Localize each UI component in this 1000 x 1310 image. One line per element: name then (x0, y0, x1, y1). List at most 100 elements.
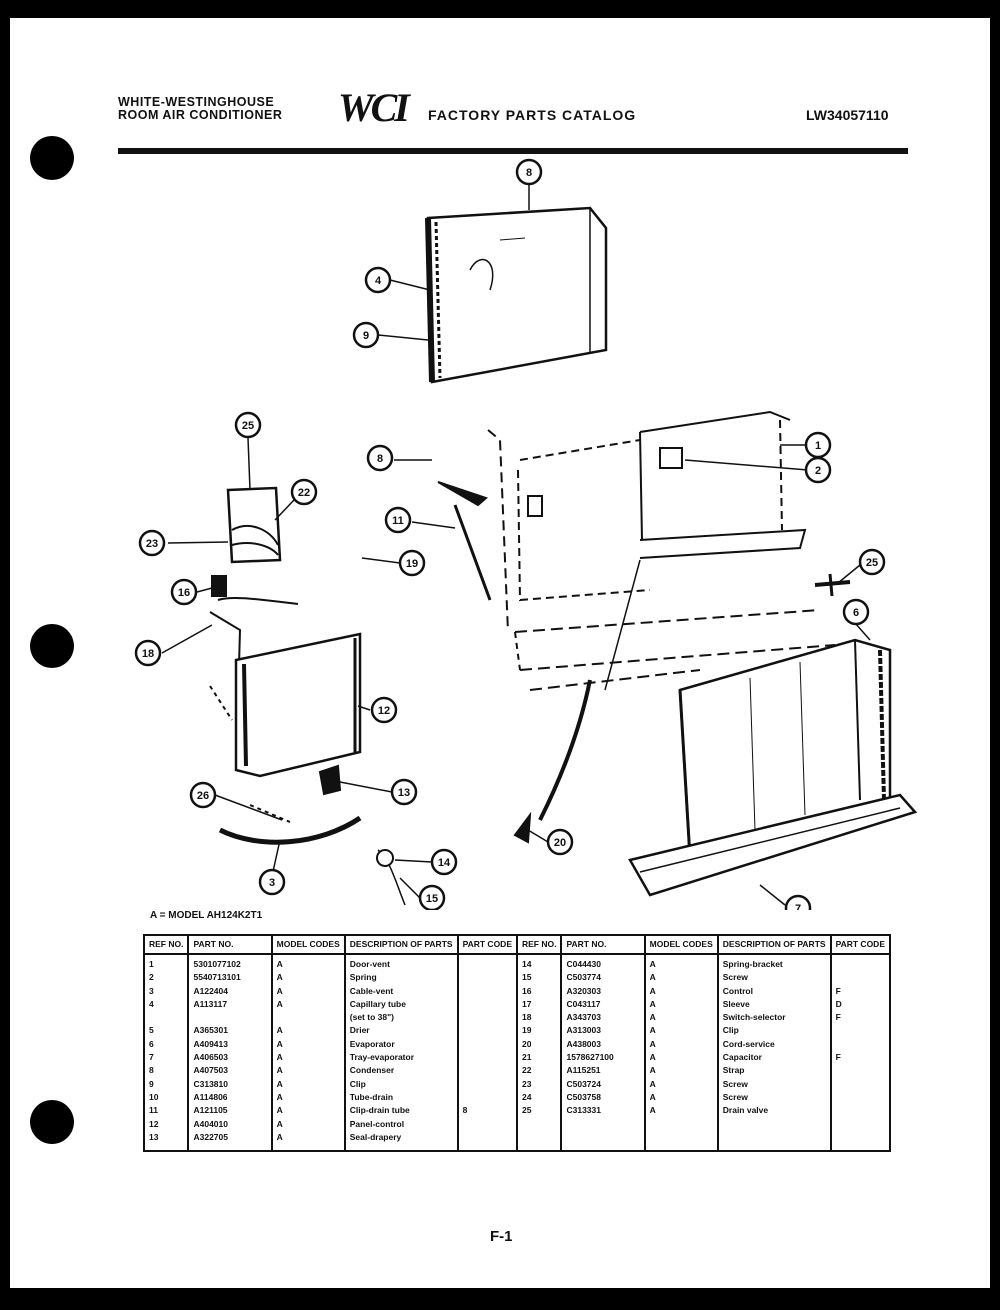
callout-circle (784, 894, 812, 910)
table-cell-model: A (643, 1037, 719, 1052)
table-cell-code (829, 1104, 892, 1118)
table-cell-ref: 15 (515, 971, 563, 985)
table-cell-part: A122404 (187, 984, 273, 998)
table-cell-part (560, 1130, 646, 1153)
leader-lines (161, 184, 871, 906)
callout-number: 1 (815, 440, 821, 452)
table-cell-desc: Spring-bracket (716, 954, 832, 972)
table-cell-model: A (643, 1077, 719, 1091)
table-cell-code (829, 1064, 892, 1078)
header-model-codes: MODEL CODES (643, 934, 719, 955)
table-cell-desc: Capillary tube (343, 997, 459, 1012)
table-cell-model: A (270, 1104, 346, 1118)
table-cell-ref: 10 (142, 1090, 190, 1105)
table-cell-desc: Switch-selector (716, 1011, 832, 1025)
table-cell-code (456, 1024, 519, 1038)
callout-circle (258, 868, 286, 896)
catalog-code: LW34057110 (806, 107, 889, 123)
table-cell-code (829, 1090, 892, 1105)
callout-number: 23 (146, 538, 158, 550)
table-cell-desc: Control (716, 984, 832, 998)
table-cell-code (456, 1064, 519, 1078)
table-cell-part: A313003 (560, 1024, 646, 1038)
table-cell-code (829, 1117, 892, 1131)
callout-number: 11 (392, 515, 404, 527)
table-cell-desc: Evaporator (343, 1037, 459, 1052)
table-cell-ref: 13 (142, 1130, 190, 1153)
table-cell-part: A114806 (187, 1090, 273, 1105)
table-cell-desc: Cord-service (716, 1037, 832, 1052)
table-cell-part: C043117 (560, 997, 646, 1012)
table-cell-model: A (270, 1024, 346, 1038)
callout-number: 18 (142, 648, 154, 660)
table-cell-model: A (643, 1051, 719, 1065)
callout-circle (170, 578, 198, 606)
catalog-title: FACTORY PARTS CATALOG (428, 107, 637, 123)
callout-number: 16 (178, 587, 190, 599)
binder-hole (30, 624, 74, 668)
table-cell-part: A406503 (187, 1051, 273, 1065)
table-cell-desc (716, 1130, 832, 1153)
table-cell-model: A (643, 1090, 719, 1105)
model-note: A = MODEL AH124K2T1 (150, 910, 263, 921)
table-cell-part: 5301077102 (187, 954, 273, 972)
table-cell-part: A121105 (187, 1104, 273, 1118)
table-cell-model: A (270, 1077, 346, 1091)
table-cell-ref: 5 (142, 1024, 190, 1038)
table-cell-part: C503774 (560, 971, 646, 985)
table-cell-ref: 20 (515, 1037, 563, 1052)
callout-circle (352, 321, 380, 349)
table-cell-code: F (829, 1011, 892, 1025)
table-cell-part: C313810 (187, 1077, 273, 1091)
table-cell-model: A (643, 1064, 719, 1078)
table-cell-ref: 9 (142, 1077, 190, 1091)
capacitor-drawing (226, 486, 282, 564)
callout-circle (398, 549, 426, 577)
table-cell-desc: (set to 38") (343, 1011, 459, 1025)
table-cell-ref: 23 (515, 1077, 563, 1091)
table-cell-code: F (829, 1051, 892, 1065)
header-part-no: PART NO. (187, 934, 273, 955)
callout-circle (290, 478, 318, 506)
table-cell-desc: Seal-drapery (343, 1130, 459, 1153)
table-cell-desc: Spring (343, 971, 459, 985)
table-cell-desc: Clip (343, 1077, 459, 1091)
header-description: DESCRIPTION OF PARTS (716, 934, 832, 955)
table-cell-part: A320303 (560, 984, 646, 998)
table-cell-model: A (643, 1104, 719, 1118)
callout-circle (390, 778, 418, 806)
callout-circle (515, 158, 543, 186)
table-cell-code (829, 1037, 892, 1052)
table-cell-code: F (829, 984, 892, 998)
table-cell-code (456, 1077, 519, 1091)
service-cord-drawing (513, 559, 641, 844)
table-cell-desc: Tube-drain (343, 1090, 459, 1105)
table-cell-model: A (643, 997, 719, 1012)
control-panel-drawing (437, 410, 836, 691)
callout-number: 3 (269, 877, 275, 889)
table-cell-ref: 6 (142, 1037, 190, 1052)
table-cell-code (829, 1077, 892, 1091)
table-cell-desc: Screw (716, 971, 832, 985)
callout-number: 4 (375, 275, 382, 287)
table-cell-model: A (270, 1037, 346, 1052)
binder-hole (30, 136, 74, 180)
table-cell-ref: 4 (142, 997, 190, 1012)
wci-logo: WCI (338, 85, 410, 130)
table-cell-model: A (643, 984, 719, 998)
callout-circle (804, 456, 832, 484)
table-cell-model: A (270, 1090, 346, 1105)
table-cell-code (829, 971, 892, 985)
table-cell-desc: Cable-vent (343, 984, 459, 998)
callout-circle (370, 696, 398, 724)
callout-number: 15 (426, 893, 438, 905)
callout-circle (134, 639, 162, 667)
callout-circle (364, 266, 392, 294)
table-cell-ref: 19 (515, 1024, 563, 1038)
table-cell-model: A (270, 1051, 346, 1065)
